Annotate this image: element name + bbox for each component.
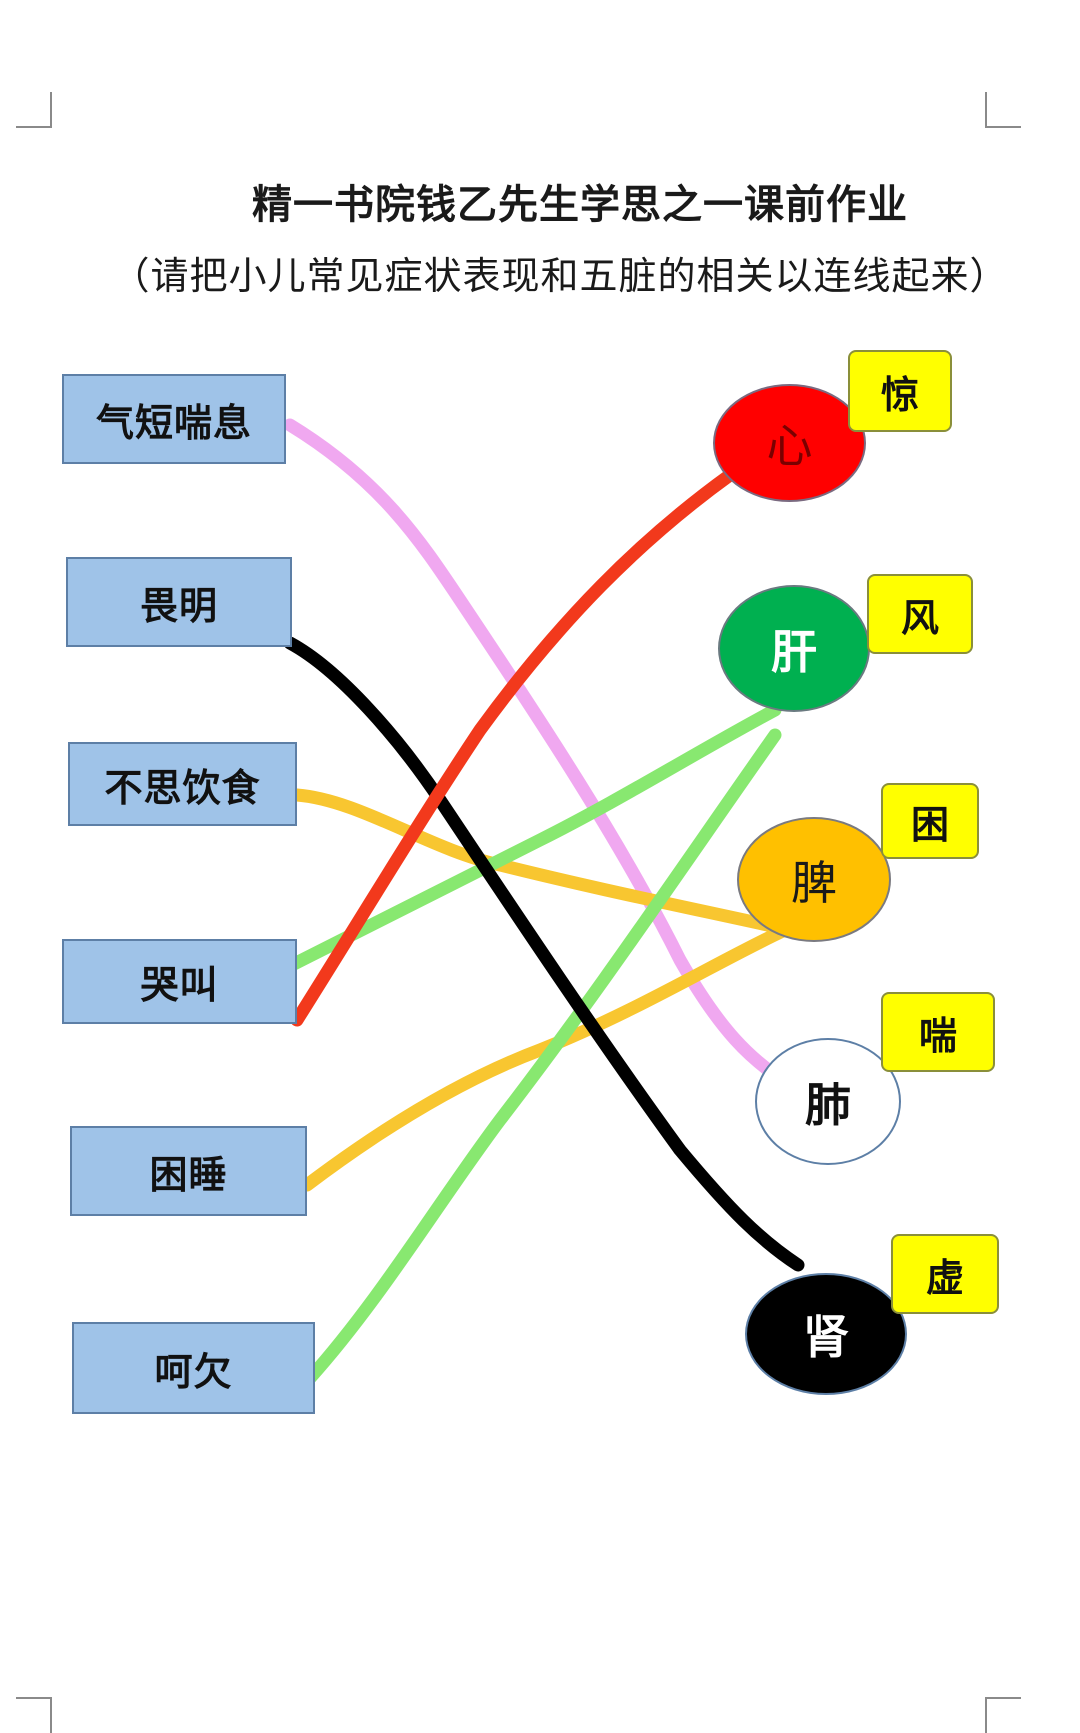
tag-label: 风 [900, 595, 939, 640]
page-subtitle: （请把小儿常见症状表现和五脏的相关以连线起来） [111, 254, 1009, 298]
organ-label: 肝 [771, 624, 817, 679]
organ-label: 心 [766, 419, 813, 473]
symptom-label: 困睡 [149, 1152, 228, 1197]
organ-label: 肾 [803, 1310, 849, 1364]
organ-tag-feng: 风 [867, 574, 973, 654]
page-title: 精一书院钱乙先生学思之一课前作业 [252, 182, 908, 228]
symptom-busiyinshi[interactable]: 不思饮食 [68, 742, 297, 826]
symptom-kujiao[interactable]: 哭叫 [62, 939, 297, 1024]
crop-mark-bottom-left [16, 1697, 52, 1733]
crop-mark-top-left [16, 92, 52, 128]
symptom-label: 气短喘息 [95, 400, 252, 445]
tag-label: 惊 [880, 372, 919, 417]
line-haqian-to-gan [303, 728, 782, 1385]
organ-tag-jing: 惊 [848, 350, 952, 432]
crop-mark-bottom-right [985, 1697, 1021, 1733]
organ-label: 脾 [791, 855, 837, 910]
crop-mark-top-right [985, 92, 1021, 128]
line-kujiao-to-gan [285, 703, 782, 972]
symptom-label: 不思饮食 [104, 765, 261, 810]
line-weiming-to-shen [283, 636, 805, 1272]
organ-tag-chuan: 喘 [881, 992, 995, 1072]
symptom-kunshui[interactable]: 困睡 [70, 1126, 307, 1216]
organ-shen[interactable]: 肾 [745, 1273, 907, 1395]
line-kujiao-to-xin [290, 468, 737, 1027]
line-qiduan-to-fei [283, 418, 797, 1092]
organ-tag-kun: 困 [881, 783, 979, 859]
line-busi-to-pi [290, 788, 797, 937]
organ-xin[interactable]: 心 [713, 384, 866, 502]
organ-pi[interactable]: 脾 [737, 817, 891, 942]
symptom-qiduanchuanxi[interactable]: 气短喘息 [62, 374, 286, 464]
symptom-label: 哭叫 [140, 963, 219, 1007]
tag-label: 喘 [918, 1013, 957, 1058]
symptom-haqian[interactable]: 呵欠 [72, 1322, 315, 1414]
organ-label: 肺 [805, 1077, 851, 1132]
line-kunshui-to-pi [300, 923, 792, 1192]
organ-gan[interactable]: 肝 [718, 585, 870, 712]
symptom-label: 畏明 [139, 583, 218, 628]
organ-fei[interactable]: 肺 [755, 1038, 901, 1165]
tag-label: 虚 [925, 1255, 964, 1300]
symptom-label: 呵欠 [154, 1349, 233, 1394]
symptom-weiming[interactable]: 畏明 [66, 557, 292, 647]
organ-tag-xu: 虚 [891, 1234, 999, 1314]
tag-label: 困 [910, 802, 949, 847]
